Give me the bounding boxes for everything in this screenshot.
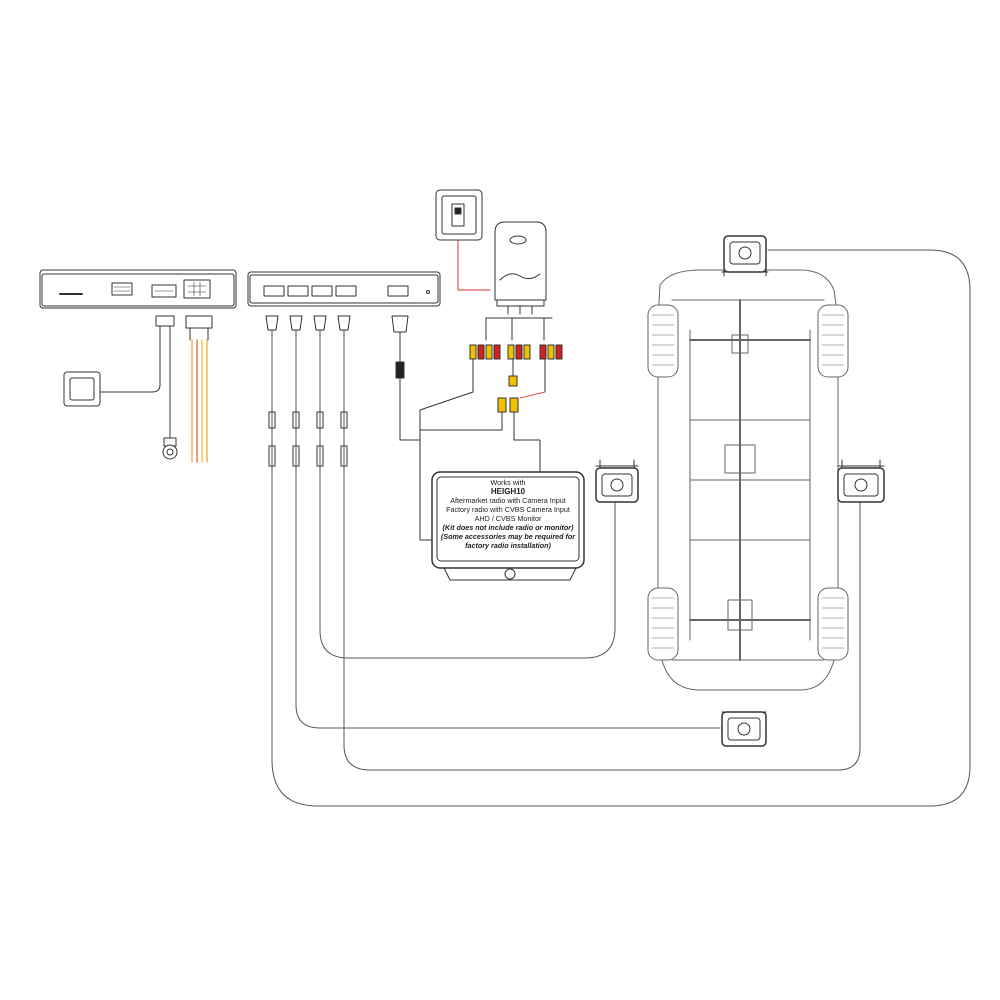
left-camera (595, 459, 639, 503)
head-unit (431, 471, 585, 581)
video-module (485, 221, 553, 341)
rear-camera (721, 711, 767, 747)
vehicle-wheels (647, 304, 849, 661)
box1-leads (99, 315, 213, 431)
compat-line-2: Factory radio with CVBS Camera Input (446, 505, 570, 514)
note-line-2: (Some accessories may be required for (440, 532, 576, 541)
front-camera (721, 235, 769, 277)
front-camera-cable (271, 249, 971, 807)
box1-colored-wires (191, 339, 208, 463)
inline-connectors (268, 411, 348, 467)
trigger-switch (63, 371, 101, 407)
compat-line-1: Aftermarket radio with Camera Input (450, 496, 566, 505)
right-camera-cable (343, 329, 861, 771)
compat-line-3: AHD / CVBS Monitor (474, 514, 542, 523)
rear-camera-cable (295, 329, 721, 729)
rca-cluster (419, 344, 563, 541)
sensor-connector (162, 429, 178, 460)
vehicle-chassis (657, 269, 839, 691)
control-box-2 (247, 271, 441, 307)
model-text: HEIGH10 (490, 487, 526, 496)
works-with-text: Works with (490, 478, 526, 487)
box2-camera-connectors (265, 315, 409, 363)
left-camera-cable (319, 329, 616, 659)
wall-switch (435, 189, 491, 291)
camera-cables (271, 249, 971, 807)
power-plug (395, 361, 421, 441)
note-line-3: factory radio installation) (465, 541, 551, 550)
right-camera (837, 459, 885, 503)
control-box-1 (39, 269, 237, 309)
note-line-1: (Kit does not include radio or monitor) (442, 523, 574, 532)
head-unit-label: Works with HEIGH10 Aftermarket radio wit… (440, 478, 576, 550)
